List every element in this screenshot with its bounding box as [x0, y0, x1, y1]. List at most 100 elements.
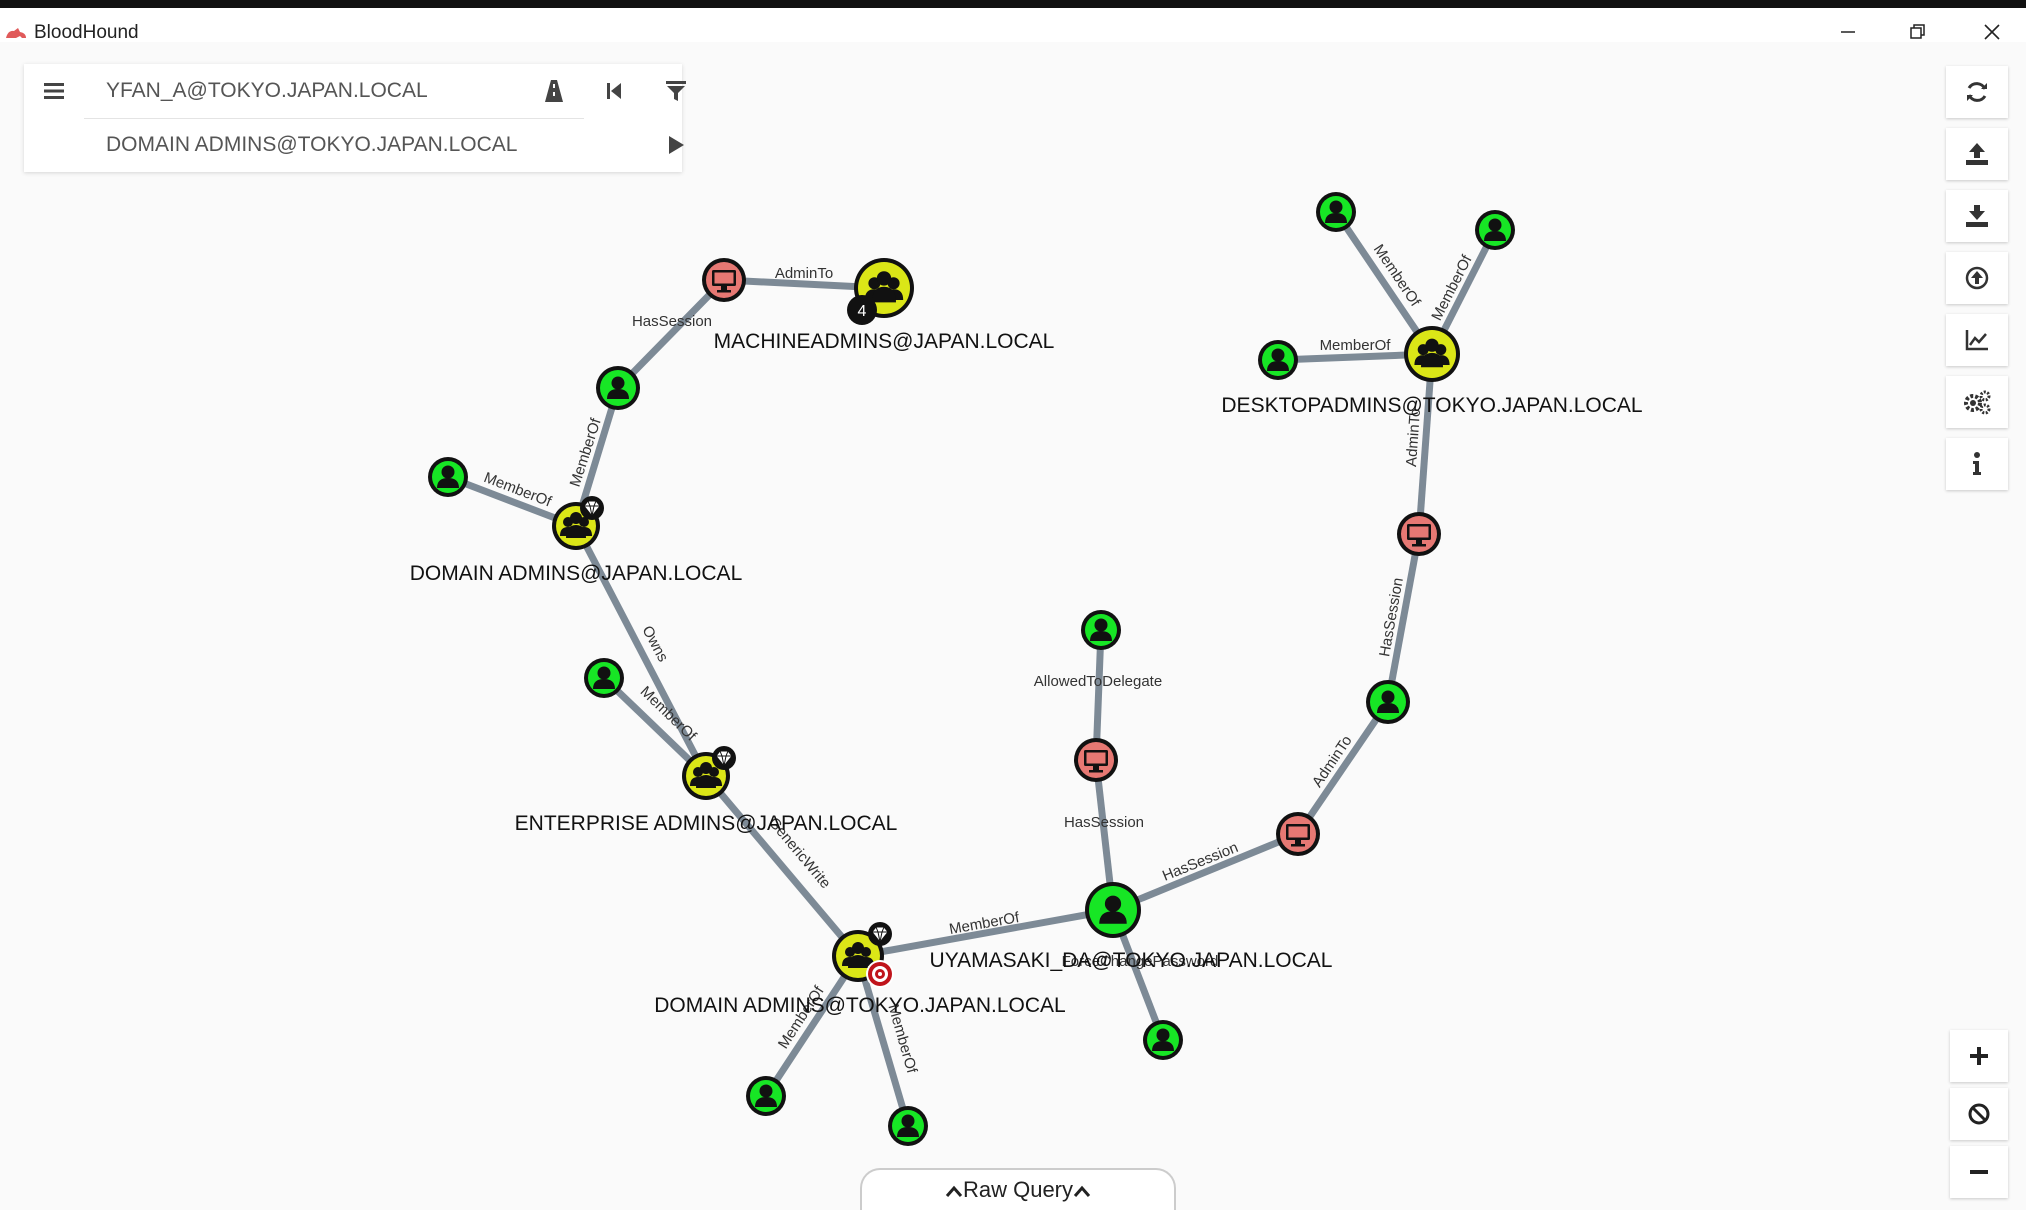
zoom-in-button[interactable] — [1950, 1030, 2008, 1082]
domain-admins-japan-group-node[interactable] — [552, 495, 605, 550]
pathfinding-button[interactable] — [528, 66, 580, 116]
menu-icon — [44, 83, 64, 99]
high-value-crown-icon — [711, 745, 737, 771]
zoom-in-icon — [1970, 1047, 1988, 1065]
desktopadmins-group-node[interactable] — [1404, 326, 1460, 382]
edge-owns[interactable] — [572, 524, 710, 778]
user-node[interactable] — [888, 1106, 928, 1146]
edge-genericwrite[interactable] — [703, 773, 861, 959]
edge-hassession-right[interactable] — [1111, 830, 1300, 914]
node-label: DOMAIN ADMINS@TOKYO.JAPAN.LOCAL — [654, 994, 1065, 1017]
upload-icon — [1966, 143, 1988, 165]
edge-label: MemberOf — [1320, 337, 1392, 354]
chevron-up-icon — [945, 1185, 963, 1198]
node-label: DOMAIN ADMINS@JAPAN.LOCAL — [410, 562, 743, 585]
edge-memberof-d2[interactable] — [1333, 210, 1435, 356]
restore-icon — [1910, 24, 1925, 39]
node-label: DESKTOPADMINS@TOKYO.JAPAN.LOCAL — [1221, 394, 1642, 417]
back-icon — [607, 83, 621, 99]
import-button[interactable] — [1946, 252, 2008, 304]
enterprise-admins-group-node[interactable] — [682, 745, 737, 800]
user-node[interactable] — [596, 366, 640, 410]
settings-button[interactable] — [1946, 376, 2008, 428]
info-button[interactable] — [1946, 438, 2008, 490]
uyamasaki-user-node[interactable] — [1085, 882, 1141, 938]
domain-admins-tokyo-group-node[interactable] — [832, 921, 894, 988]
node-label: MACHINEADMINS@JAPAN.LOCAL — [714, 330, 1055, 353]
user-node[interactable] — [746, 1076, 786, 1116]
minimize-icon — [1841, 31, 1855, 33]
user-node[interactable] — [1143, 1020, 1183, 1060]
close-window-button[interactable] — [1964, 18, 2020, 46]
edge-label: AllowedToDelegate — [1034, 673, 1162, 690]
edge-hassession-computer[interactable] — [615, 277, 727, 391]
high-value-crown-icon — [867, 921, 893, 947]
zoom-out-button[interactable] — [1950, 1146, 2008, 1198]
search-panel — [24, 64, 686, 172]
user-node[interactable] — [1366, 680, 1410, 724]
edge-memberof-user5[interactable] — [854, 955, 912, 1127]
computer-node[interactable] — [1074, 738, 1118, 782]
user-node[interactable] — [1258, 340, 1298, 380]
back-button[interactable] — [588, 66, 640, 116]
raw-query-label: Raw Query — [962, 1177, 1074, 1202]
user-node[interactable] — [584, 658, 624, 698]
upload-button[interactable] — [1946, 128, 2008, 180]
edge-adminto-desktopadmins[interactable] — [1415, 353, 1436, 535]
bloodhound-logo-icon — [6, 28, 26, 38]
refresh-button[interactable] — [1946, 66, 2008, 118]
user-node[interactable] — [1475, 210, 1515, 250]
chart-button[interactable] — [1946, 314, 2008, 366]
edge-label: AdminTo — [775, 265, 833, 282]
reset-zoom-button[interactable] — [1950, 1088, 2008, 1140]
edge-adminto-right[interactable] — [1295, 700, 1391, 836]
field-divider — [84, 118, 584, 119]
target-icon — [866, 960, 894, 988]
refresh-icon — [1967, 82, 1987, 102]
raw-query-toggle[interactable]: Raw Query — [860, 1168, 1176, 1210]
edge-hassession-upper[interactable] — [1384, 533, 1423, 703]
edge-label: AdminTo — [1403, 408, 1424, 467]
collapsed-count-badge: 4 — [847, 295, 877, 325]
high-value-crown-icon — [579, 495, 605, 521]
user-node[interactable] — [1316, 192, 1356, 232]
filter-icon — [666, 81, 686, 101]
play-path-button[interactable] — [650, 120, 702, 170]
info-icon — [1973, 452, 1981, 475]
window-top-border — [0, 0, 2026, 8]
title-bar: BloodHound — [0, 8, 2026, 43]
computer-node[interactable] — [702, 258, 746, 302]
reset-zoom-icon — [1968, 1103, 1990, 1125]
target-node-search-input[interactable] — [102, 120, 590, 170]
edge-memberof-user4[interactable] — [763, 954, 861, 1098]
edge-label: ForceChangePassword — [1062, 953, 1219, 970]
filter-button[interactable] — [650, 66, 702, 116]
play-icon — [669, 136, 684, 154]
close-icon — [1984, 24, 2000, 40]
badge-count: 4 — [858, 303, 867, 320]
machineadmins-group-node[interactable]: 4 — [847, 258, 914, 325]
restore-button[interactable] — [1890, 18, 1946, 46]
computer-node[interactable] — [1276, 812, 1320, 856]
download-icon — [1966, 205, 1988, 227]
minimize-button[interactable] — [1820, 18, 1876, 46]
edge-label: HasSession — [632, 313, 712, 330]
settings-icon — [1964, 390, 1991, 415]
app-title: BloodHound — [34, 22, 139, 43]
zoom-out-icon — [1970, 1170, 1988, 1174]
import-icon — [1965, 266, 1989, 290]
user-node[interactable] — [1081, 610, 1121, 650]
chevron-up-icon — [1073, 1185, 1091, 1198]
user-node[interactable] — [428, 457, 468, 497]
menu-button[interactable] — [24, 64, 84, 118]
node-label: UYAMASAKI_DA@TOKYO.JAPAN.LOCAL — [930, 949, 1333, 972]
node-label: ENTERPRISE ADMINS@JAPAN.LOCAL — [515, 812, 898, 835]
start-node-search-input[interactable] — [102, 66, 590, 116]
download-button[interactable] — [1946, 190, 2008, 242]
edge-memberof-uyamasaki[interactable] — [857, 906, 1114, 960]
edge-label: HasSession — [1064, 814, 1144, 831]
computer-node[interactable] — [1397, 512, 1441, 556]
chart-icon — [1965, 330, 1988, 351]
pathfinding-icon — [545, 80, 563, 102]
